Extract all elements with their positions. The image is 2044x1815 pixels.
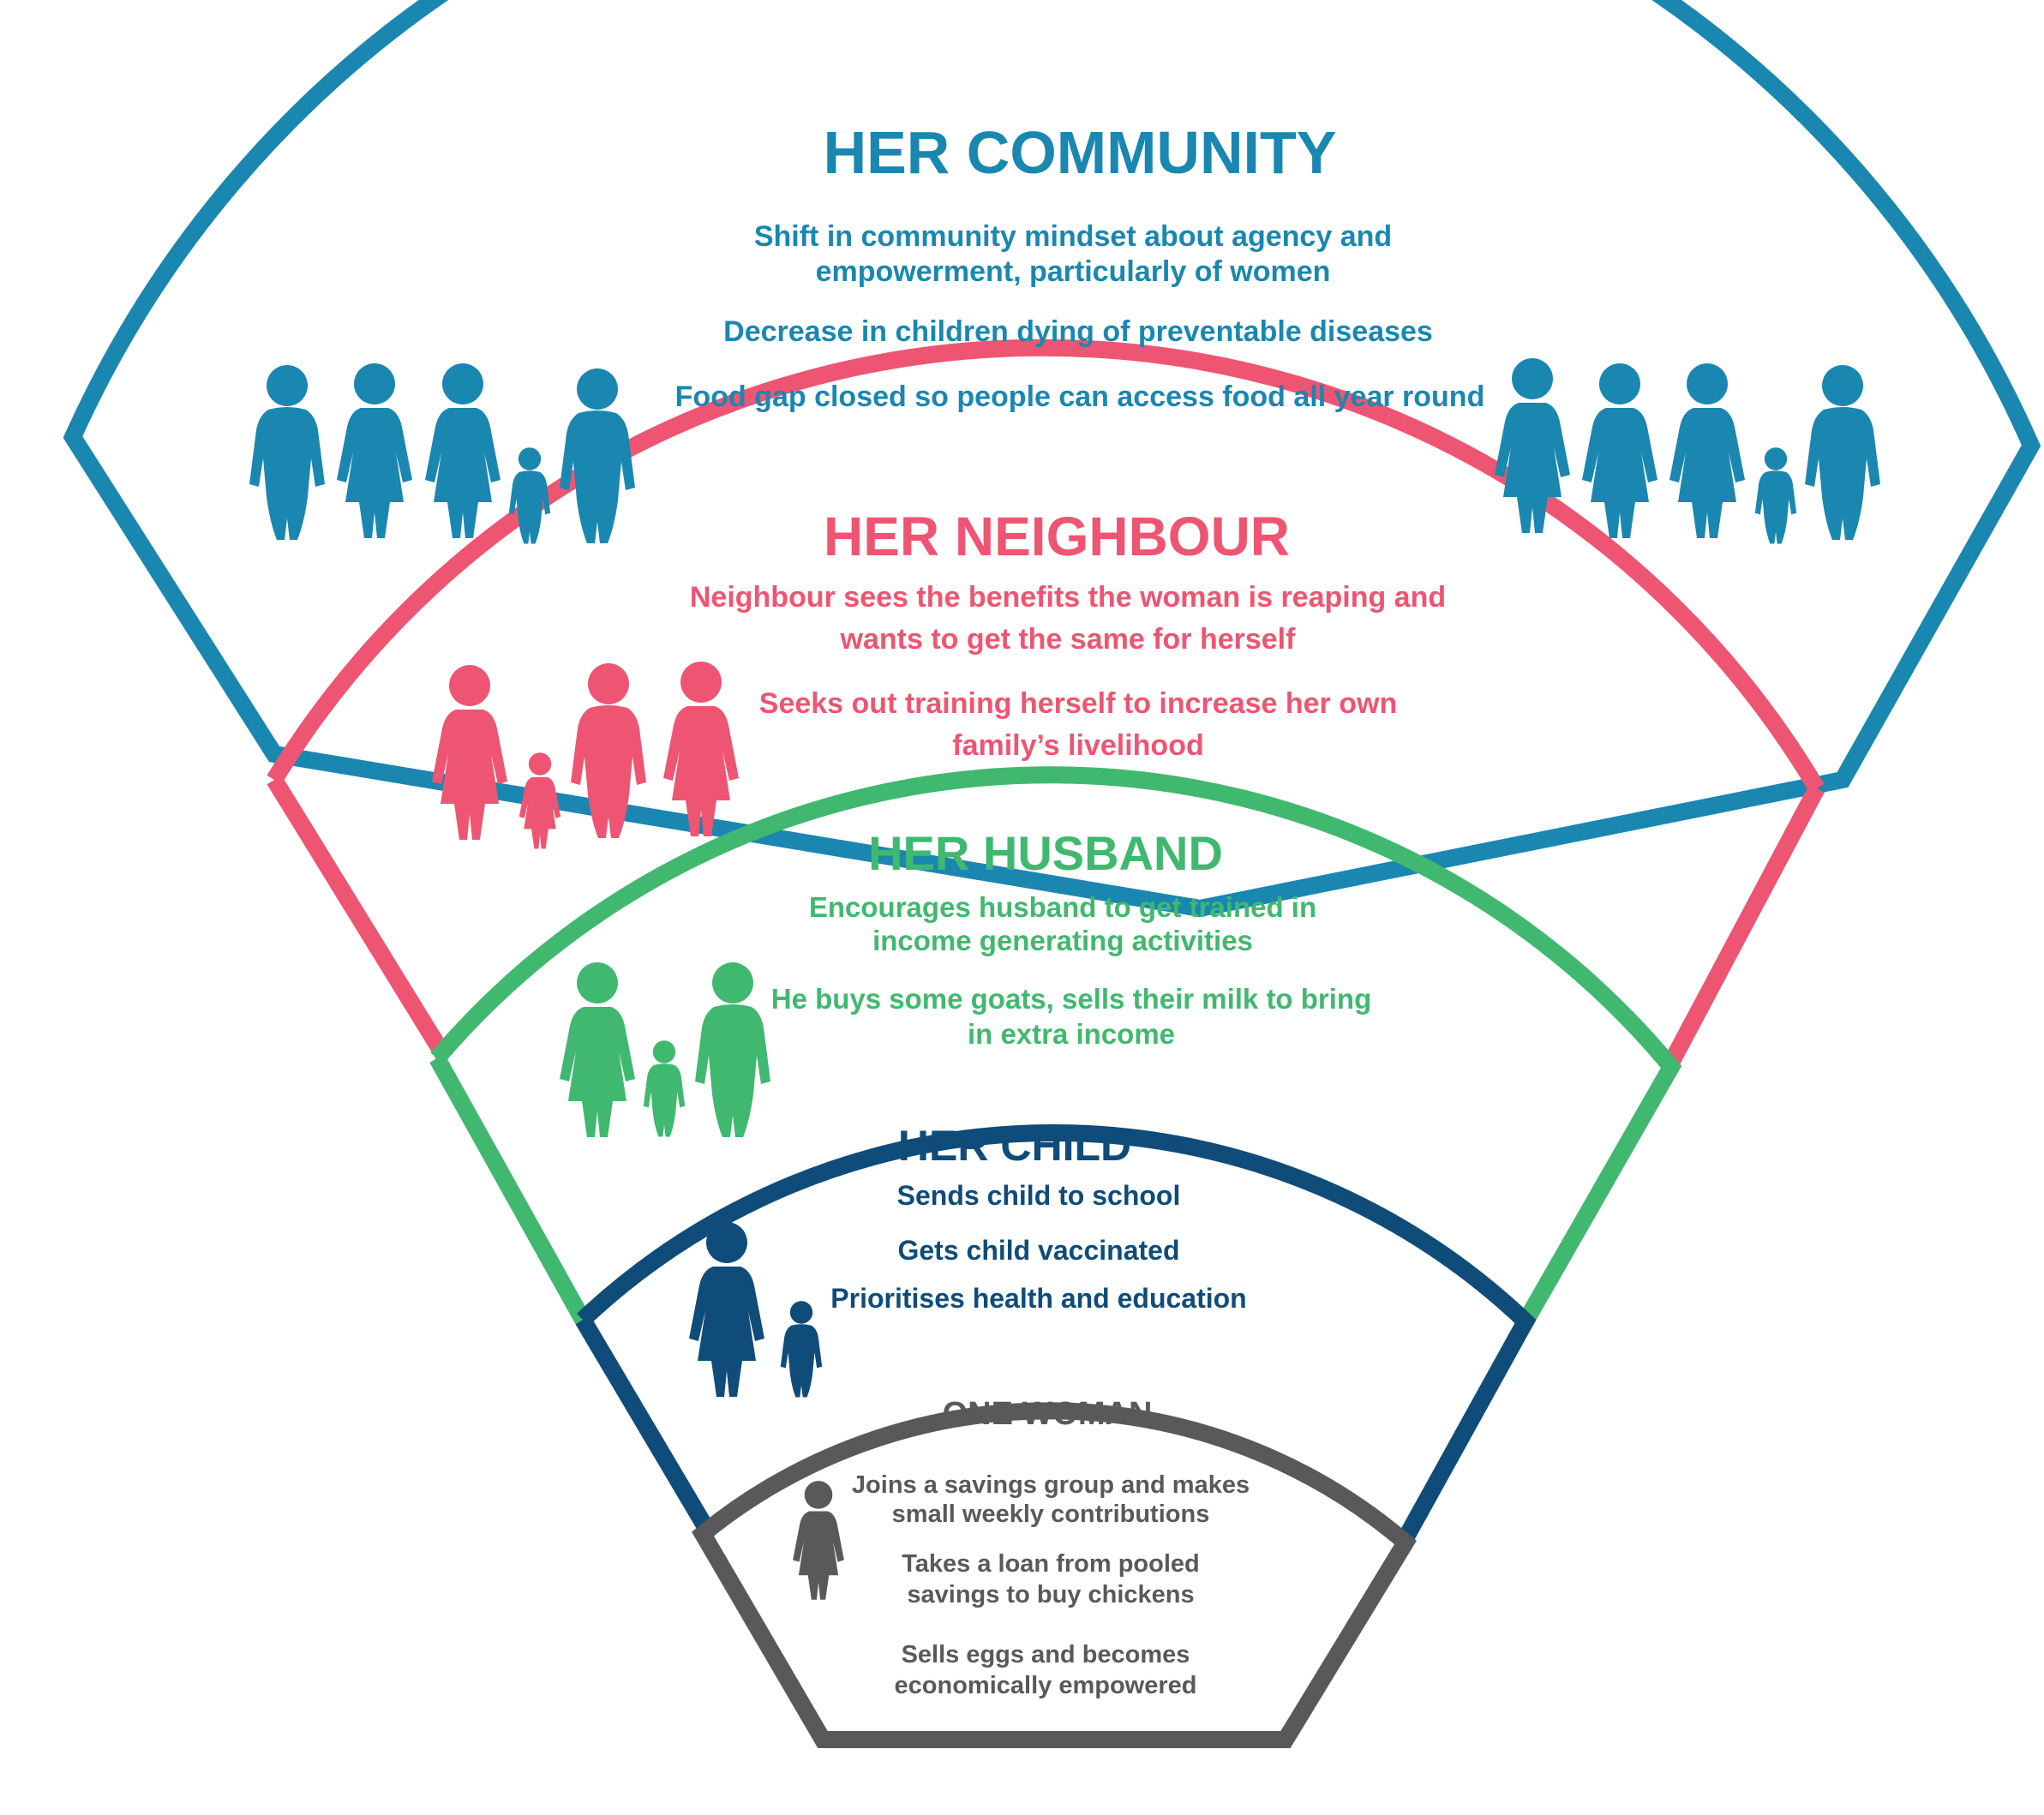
woman-icon	[793, 1481, 844, 1600]
woman-icon	[663, 662, 739, 836]
community-ring-outline	[63, 0, 2041, 918]
child-text: Gets child vaccinated	[897, 1235, 1179, 1266]
woman-text: Joins a savings group and makes	[852, 1471, 1250, 1499]
community-people-left	[249, 363, 635, 544]
man-icon	[560, 368, 635, 543]
child-people	[689, 1222, 823, 1398]
neighbour-title: HER NEIGHBOUR	[824, 506, 1290, 567]
neighbour-people	[432, 662, 739, 849]
neighbour-text: Neighbour sees the benefits the woman is…	[690, 581, 1446, 614]
neighbour-ring-outline	[267, 338, 1825, 794]
woman-icon	[1669, 363, 1745, 538]
child-ring-outline	[575, 1123, 1537, 1542]
woman-text: Takes a loan from pooled	[902, 1550, 1200, 1578]
community-text: Shift in community mindset about agency …	[754, 220, 1392, 253]
woman-text: economically empowered	[895, 1672, 1197, 1699]
child-text: Prioritises health and education	[830, 1283, 1246, 1314]
man-icon	[249, 365, 325, 540]
neighbour-text: family’s livelihood	[952, 729, 1203, 762]
husband-text: He buys some goats, sells their milk to …	[771, 983, 1372, 1015]
child-text: Sends child to school	[897, 1180, 1181, 1211]
child-title: HER CHILD	[898, 1122, 1131, 1170]
woman-text: small weekly contributions	[892, 1501, 1210, 1528]
woman-text: Sells eggs and becomes	[902, 1641, 1190, 1668]
man-icon	[1805, 365, 1880, 540]
neighbour-ring-sides	[267, 775, 1825, 1067]
woman-icon	[337, 363, 412, 538]
community-text: Food gap closed so people can access foo…	[675, 380, 1485, 413]
husband-text: income generating activities	[872, 925, 1253, 956]
community-text: empowerment, particularly of women	[816, 255, 1331, 288]
child-icon	[1754, 447, 1797, 544]
woman-title: ONE WOMAN	[943, 1396, 1153, 1432]
community-text: Decrease in children dying of preventabl…	[723, 315, 1433, 348]
child-icon	[780, 1301, 823, 1398]
woman-icon	[432, 665, 507, 840]
neighbour-text: Seeks out training herself to increase h…	[759, 687, 1397, 720]
woman-ring-outline	[692, 1402, 1417, 1748]
woman-icon	[689, 1222, 764, 1397]
husband-title: HER HUSBAND	[868, 826, 1223, 880]
woman-icon	[425, 363, 501, 538]
husband-text: Encourages husband to get trained in	[809, 891, 1316, 923]
woman-people	[793, 1481, 844, 1600]
woman-icon	[560, 962, 635, 1137]
husband-text: in extra income	[968, 1018, 1175, 1050]
community-title: HER COMMUNITY	[824, 119, 1337, 186]
woman-text: savings to buy chickens	[907, 1581, 1194, 1608]
husband-ring-outline	[429, 766, 1682, 1326]
child-icon	[518, 752, 561, 849]
husband-people	[560, 962, 770, 1137]
man-icon	[695, 962, 770, 1137]
neighbour-text: wants to get the same for herself	[840, 623, 1297, 656]
child-icon	[643, 1040, 686, 1137]
woman-icon	[1582, 363, 1657, 538]
